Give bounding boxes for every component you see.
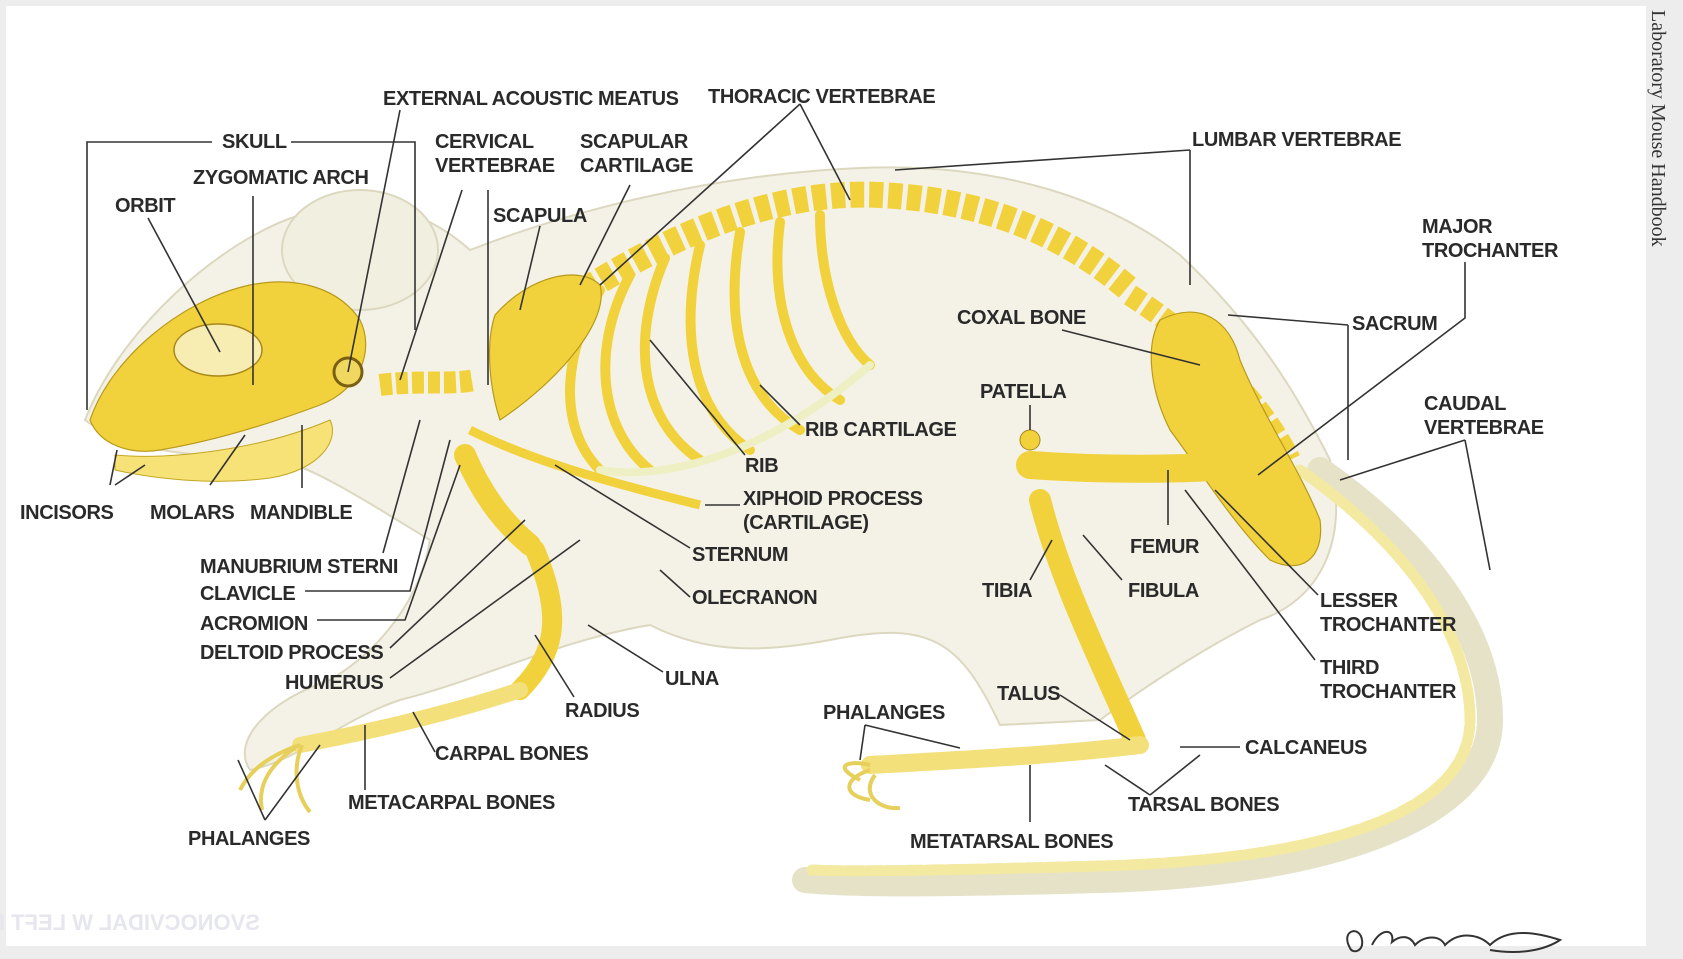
label-phalanges-fore: PHALANGES: [188, 828, 310, 850]
label-cervical-1: CERVICAL: [435, 131, 534, 153]
label-deltoid-process: DELTOID PROCESS: [200, 642, 383, 664]
label-sacrum: SACRUM: [1352, 313, 1437, 335]
mirrored-bleed-text: SVONOCVIDAL W LEFT MEDIAL DORSAL: [0, 910, 260, 935]
label-lumbar-vertebrae: LUMBAR VERTEBRAE: [1192, 129, 1401, 151]
label-thoracic-vertebrae: THORACIC VERTEBRAE: [708, 86, 935, 108]
label-calcaneus: CALCANEUS: [1245, 737, 1367, 759]
label-third-trochanter-2: TROCHANTER: [1320, 681, 1457, 703]
label-xiphoid-1: XIPHOID PROCESS: [743, 488, 923, 510]
label-ulna: ULNA: [665, 668, 719, 690]
label-patella: PATELLA: [980, 381, 1066, 403]
label-skull: SKULL: [222, 131, 287, 153]
label-zygomatic-arch: ZYGOMATIC ARCH: [193, 167, 369, 189]
label-metacarpal-bones: METACARPAL BONES: [348, 792, 555, 814]
label-humerus: HUMERUS: [285, 672, 383, 694]
artist-signature: [1347, 931, 1560, 952]
label-external-acoustic-meatus: EXTERNAL ACOUSTIC MEATUS: [383, 88, 679, 110]
label-metatarsal-bones: METATARSAL BONES: [910, 831, 1113, 853]
label-coxal-bone: COXAL BONE: [957, 307, 1086, 329]
label-phalanges-hind: PHALANGES: [823, 702, 945, 724]
label-lesser-trochanter-1: LESSER: [1320, 590, 1399, 612]
label-manubrium-sterni: MANUBRIUM STERNI: [200, 556, 398, 578]
label-tarsal-bones: TARSAL BONES: [1128, 794, 1279, 816]
label-olecranon: OLECRANON: [692, 587, 817, 609]
label-talus: TALUS: [997, 683, 1060, 705]
label-molars: MOLARS: [150, 502, 234, 524]
label-major-trochanter-2: TROCHANTER: [1422, 240, 1559, 262]
ulna-leader: [588, 625, 663, 672]
label-lesser-trochanter-2: TROCHANTER: [1320, 614, 1457, 636]
label-caudal-vertebrae-1: CAUDAL: [1424, 393, 1506, 415]
label-femur: FEMUR: [1130, 536, 1200, 558]
label-carpal-bones: CARPAL BONES: [435, 743, 588, 765]
label-acromion: ACROMION: [200, 613, 308, 635]
label-tibia: TIBIA: [982, 580, 1032, 602]
label-incisors: INCISORS: [20, 502, 114, 524]
orbit-cavity: [174, 324, 262, 376]
label-mandible: MANDIBLE: [250, 502, 352, 524]
patella-bone: [1020, 430, 1040, 450]
label-sternum: STERNUM: [692, 544, 788, 566]
label-orbit: ORBIT: [115, 195, 175, 217]
side-title: Laboratory Mouse Handbook: [1647, 10, 1669, 247]
label-cervical-2: VERTEBRAE: [435, 155, 555, 177]
label-major-trochanter-1: MAJOR: [1422, 216, 1493, 238]
label-scapular-cartilage-2: CARTILAGE: [580, 155, 693, 177]
label-caudal-vertebrae-2: VERTEBRAE: [1424, 417, 1544, 439]
label-clavicle: CLAVICLE: [200, 583, 295, 605]
label-fibula: FIBULA: [1128, 580, 1199, 602]
label-rib-cartilage: RIB CARTILAGE: [805, 419, 957, 441]
hind-metatarsals: [870, 745, 1140, 765]
tarsal-leader: [1105, 755, 1200, 795]
label-third-trochanter-1: THIRD: [1320, 657, 1379, 679]
label-scapula: SCAPULA: [493, 205, 587, 227]
femur-bone: [1030, 465, 1245, 469]
label-scapular-cartilage-1: SCAPULAR: [580, 131, 689, 153]
label-xiphoid-2: (CARTILAGE): [743, 512, 869, 534]
label-rib: RIB: [745, 455, 778, 477]
label-radius: RADIUS: [565, 700, 639, 722]
